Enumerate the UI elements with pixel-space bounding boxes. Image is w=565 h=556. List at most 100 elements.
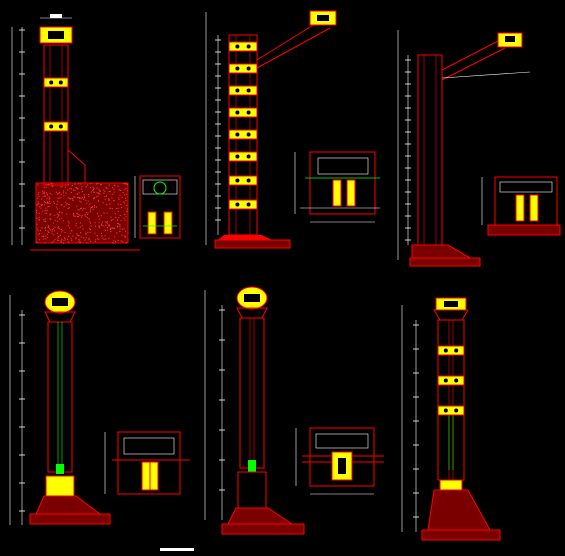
view-5-pier-capped bbox=[204, 286, 305, 535]
hatch-dot bbox=[90, 191, 92, 193]
bolt-hole bbox=[443, 408, 448, 413]
hatch-dot bbox=[56, 216, 58, 218]
hatch-dot bbox=[93, 189, 94, 190]
hatch-dot bbox=[123, 194, 125, 196]
hatch-dot bbox=[56, 208, 58, 210]
hatch-dot bbox=[105, 229, 107, 231]
hatch-dot bbox=[78, 196, 80, 198]
hatch-dot bbox=[80, 232, 81, 234]
hatch-dot bbox=[45, 226, 46, 228]
hatch-dot bbox=[43, 187, 45, 189]
hatch-dot bbox=[63, 239, 65, 241]
block-group bbox=[228, 41, 258, 210]
hatch-dot bbox=[78, 214, 80, 215]
cantilever-arm bbox=[256, 21, 319, 61]
hatch-dot bbox=[73, 215, 75, 217]
hatch-dot bbox=[37, 203, 39, 205]
hatch-dot bbox=[101, 223, 103, 225]
hatch-dot bbox=[43, 238, 45, 240]
hatch-dot bbox=[62, 192, 64, 194]
hatch-dot bbox=[99, 190, 101, 191]
hatch-dot bbox=[108, 199, 110, 201]
bolt-hole bbox=[49, 80, 54, 85]
hatch-dot bbox=[78, 198, 80, 200]
hatch-dot bbox=[107, 224, 109, 226]
hatch-dot bbox=[55, 206, 57, 208]
hatch-dot bbox=[50, 218, 52, 220]
hatch-dot bbox=[44, 221, 46, 223]
hatch-dot bbox=[48, 232, 50, 233]
hatch-dot bbox=[76, 205, 78, 207]
hatch-dot bbox=[79, 239, 81, 241]
hatch-dot bbox=[49, 217, 51, 219]
hatch-dot bbox=[118, 189, 120, 191]
hatch-dot bbox=[61, 212, 63, 214]
hatch-dot bbox=[111, 208, 113, 210]
hatch-dot bbox=[59, 191, 60, 193]
hatch-dot bbox=[44, 195, 46, 197]
dimension-ticks bbox=[219, 309, 225, 491]
hatch-dot bbox=[38, 212, 40, 214]
hatch-dot bbox=[113, 242, 115, 244]
hatch-dot bbox=[36, 223, 38, 225]
hatch-dot bbox=[75, 238, 77, 240]
hatch-dot bbox=[123, 202, 125, 204]
hatch-dot bbox=[59, 211, 61, 213]
hatch-dot bbox=[127, 189, 129, 191]
hatch-dot bbox=[67, 241, 69, 243]
hatch-dot bbox=[96, 192, 98, 194]
hatch-dot bbox=[115, 241, 116, 243]
hatch-dot bbox=[71, 184, 73, 186]
hatch-dot bbox=[56, 239, 58, 241]
bolt-hole bbox=[235, 178, 240, 183]
hatch-dot bbox=[100, 232, 102, 234]
hatch-dot bbox=[41, 198, 43, 200]
hatch-dot bbox=[59, 234, 61, 236]
hatch-dot bbox=[105, 224, 107, 226]
hatch-dot bbox=[39, 233, 41, 234]
hatch-dot bbox=[68, 235, 70, 237]
hatch-dot bbox=[40, 207, 42, 209]
hatch-dot bbox=[88, 228, 90, 230]
hatch-dot bbox=[51, 185, 53, 187]
hatch-dot bbox=[115, 207, 117, 209]
hatch-dot bbox=[84, 239, 86, 241]
hatch-dot bbox=[113, 188, 115, 190]
hatch-dot bbox=[58, 212, 60, 213]
hatch-dot bbox=[103, 212, 105, 214]
hatch-dot bbox=[42, 192, 44, 194]
hatch-dot bbox=[76, 187, 78, 189]
hatch-dot bbox=[51, 242, 53, 244]
bolt-hole bbox=[235, 66, 240, 71]
hatch-dot bbox=[73, 213, 75, 215]
hatch-dot bbox=[55, 191, 57, 193]
hatch-dot bbox=[93, 197, 95, 199]
hatch-dot bbox=[66, 213, 68, 215]
hatch-dot bbox=[61, 193, 63, 195]
hatch-dot bbox=[71, 198, 73, 199]
hatch-dot bbox=[43, 191, 45, 193]
dimension-ticks bbox=[413, 324, 419, 518]
hatch-dot bbox=[106, 195, 107, 197]
hatch-dot bbox=[96, 187, 98, 189]
hatch-dot bbox=[113, 191, 115, 193]
hatch-dot bbox=[80, 241, 81, 243]
view-3-pier-with-cantilever bbox=[397, 30, 531, 267]
bolt-hole bbox=[49, 124, 54, 129]
hatch-dot bbox=[82, 209, 84, 211]
hatch-dot bbox=[67, 220, 69, 222]
hatch-dot bbox=[124, 189, 126, 191]
hatch-dot bbox=[88, 194, 90, 195]
hatch-dot bbox=[117, 222, 119, 224]
hatch-dot bbox=[87, 200, 89, 202]
hatch-dot bbox=[88, 239, 90, 241]
hatch-dot bbox=[63, 206, 65, 208]
hatch-dot bbox=[47, 233, 48, 235]
hatch-dot bbox=[41, 227, 43, 229]
hatch-dot bbox=[47, 201, 48, 203]
hatch-dot bbox=[38, 195, 40, 197]
dimension-ticks bbox=[215, 39, 221, 221]
hatch-dot bbox=[43, 235, 45, 237]
hatch-dot bbox=[36, 212, 37, 214]
